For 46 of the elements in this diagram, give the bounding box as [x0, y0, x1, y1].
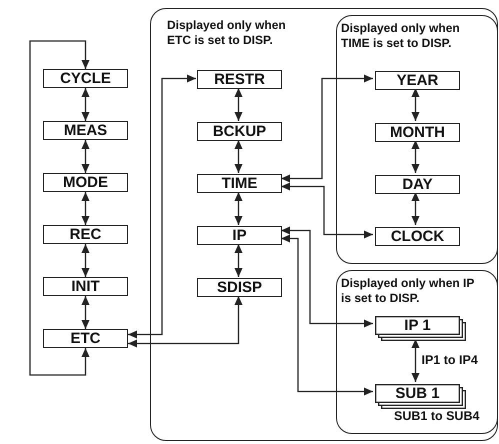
menu-box: CYCLE: [43, 69, 128, 88]
arrow: [128, 74, 196, 339]
arrow: [411, 339, 420, 382]
menu-box: DAY: [375, 175, 460, 194]
arrow: [81, 140, 90, 173]
arrow: [234, 140, 243, 173]
box-label: IP 1: [403, 316, 432, 335]
menu-box: RESTR: [197, 70, 282, 89]
menu-box: MONTH: [375, 123, 460, 142]
menu-box: INIT: [43, 277, 128, 296]
arrow: [81, 88, 90, 121]
arrow: [411, 140, 420, 173]
menu-box: CLOCK: [375, 227, 460, 246]
edge-label: IP1 to IP4: [420, 352, 479, 366]
arrow: [81, 296, 90, 329]
box-label: SUB 1: [394, 384, 441, 403]
menu-box: BCKUP: [197, 122, 282, 141]
arrow: [411, 88, 420, 121]
arrow: [234, 192, 243, 225]
arrow: [281, 74, 373, 183]
menu-box: MEAS: [43, 121, 128, 140]
arrow: [128, 296, 243, 348]
menu-box: TIME: [197, 174, 282, 193]
menu-box: IP: [197, 226, 282, 245]
arrow: [29, 40, 90, 376]
menu-box: ETC: [43, 329, 128, 348]
panel-title: Displayed only when ETC is set to DISP.: [167, 18, 287, 48]
stacked-menu-box: [375, 316, 466, 341]
arrow: [81, 244, 90, 277]
arrow: [411, 192, 420, 225]
arrow: [234, 88, 243, 121]
arrow: [281, 234, 373, 396]
arrow: [281, 226, 373, 328]
stacked-menu-box: [375, 384, 466, 409]
range-note: SUB1 to SUB4: [393, 409, 480, 423]
arrow: [281, 182, 373, 239]
arrow: [234, 244, 243, 277]
panel-title: Displayed only when TIME is set to DISP.: [341, 21, 461, 51]
menu-box: REC: [43, 225, 128, 244]
arrow: [81, 192, 90, 225]
group-panel: [336, 15, 498, 264]
menu-box: YEAR: [375, 71, 460, 90]
menu-box: SDISP: [197, 278, 282, 297]
menu-box: MODE: [43, 173, 128, 192]
group-panel: [150, 8, 498, 441]
panel-title: Displayed only when IP is set to DISP.: [341, 276, 475, 306]
